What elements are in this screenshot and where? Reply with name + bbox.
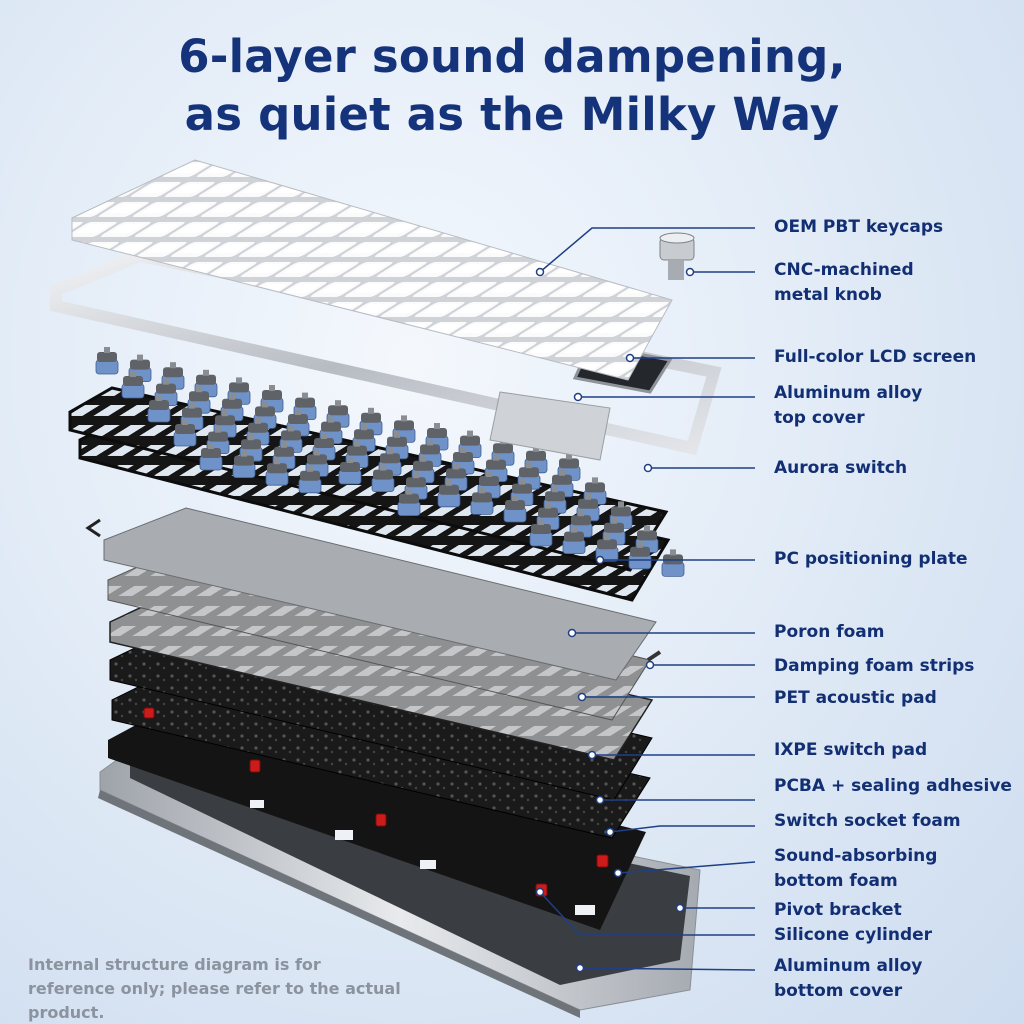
label-bottom-foam: Sound-absorbing bottom foam	[774, 844, 937, 894]
switch	[298, 465, 322, 494]
switch	[232, 450, 256, 479]
label-damping: Damping foam strips	[774, 656, 975, 676]
switch	[529, 519, 553, 547]
aurora-switches	[95, 347, 685, 577]
label-knob-line2: metal knob	[774, 285, 882, 305]
label-pivot: Pivot bracket	[774, 900, 902, 920]
label-switch: Aurora switch	[774, 458, 908, 478]
label-top-cover: Aluminum alloy top cover	[774, 381, 922, 431]
label-socket-foam: Switch socket foam	[774, 811, 961, 831]
switch	[265, 458, 289, 486]
switch	[173, 419, 197, 447]
label-bottom-foam-line1: Sound-absorbing	[774, 846, 938, 866]
poron-foam	[103, 507, 657, 681]
label-bottom-cover: Aluminum alloy bottom cover	[774, 954, 922, 1004]
switch	[121, 371, 145, 399]
label-pet: PET acoustic pad	[774, 688, 937, 708]
switch	[470, 487, 494, 515]
label-top-cover-line1: Aluminum alloy	[774, 383, 923, 403]
switch	[147, 395, 171, 423]
switch	[338, 457, 362, 485]
label-top-cover-line2: top cover	[774, 408, 865, 428]
page-title: 6-layer sound dampening, as quiet as the…	[0, 28, 1024, 144]
switch	[628, 541, 652, 570]
label-poron: Poron foam	[774, 622, 885, 642]
leader-dots	[535, 267, 695, 973]
switch	[378, 448, 402, 476]
label-silicone: Silicone cylinder	[774, 925, 933, 945]
label-bottom-foam-line2: bottom foam	[774, 871, 898, 891]
title-line-2: as quiet as the Milky Way	[184, 88, 840, 141]
switch	[503, 495, 527, 523]
label-ixpe: IXPE switch pad	[774, 740, 928, 760]
switch	[397, 488, 421, 517]
keycaps-layer	[71, 159, 673, 381]
switch	[661, 549, 685, 577]
switch	[371, 464, 395, 493]
leader-lines	[539, 227, 756, 971]
damping-strip	[646, 650, 662, 662]
stabilizer-wire	[85, 518, 101, 538]
switch	[562, 526, 586, 554]
label-plate: PC positioning plate	[774, 549, 968, 569]
bottom-foam-holes	[250, 800, 595, 915]
disclaimer-note: Internal structure diagram is for refere…	[28, 955, 401, 1022]
bottom-cover	[98, 751, 701, 1018]
label-knob-line1: CNC-machined	[774, 260, 914, 280]
metal-knob	[659, 232, 695, 280]
title-line-1: 6-layer sound dampening,	[178, 30, 846, 83]
label-pcba: PCBA + sealing adhesive	[774, 776, 1012, 796]
switch	[437, 479, 461, 508]
label-knob: CNC-machined metal knob	[774, 258, 914, 308]
label-bottom-cover-line1: Aluminum alloy	[774, 956, 923, 976]
label-keycaps: OEM PBT keycaps	[774, 217, 944, 237]
switch	[199, 443, 223, 471]
label-bottom-cover-line2: bottom cover	[774, 981, 903, 1001]
label-lcd: Full-color LCD screen	[774, 347, 977, 367]
switch	[95, 347, 119, 375]
